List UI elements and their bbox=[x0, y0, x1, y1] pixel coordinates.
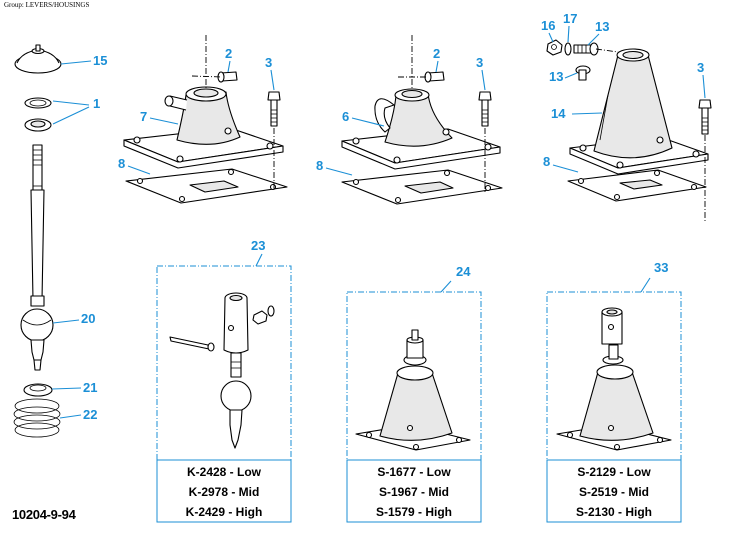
housing-part-6 bbox=[341, 88, 501, 170]
callout-6: 6 bbox=[342, 109, 349, 124]
callout-17: 17 bbox=[563, 11, 577, 26]
callout-24: 24 bbox=[456, 264, 471, 279]
lever-assembly-kit-23 bbox=[169, 292, 275, 449]
boot-part-15 bbox=[14, 44, 62, 74]
callout-7: 7 bbox=[140, 109, 147, 124]
callout-13-a: 13 bbox=[595, 19, 609, 34]
callout-8-c: 8 bbox=[543, 154, 550, 169]
bolt-part-3-b bbox=[478, 91, 492, 127]
callout-13-b: 13 bbox=[549, 69, 563, 84]
callout-22: 22 bbox=[83, 407, 97, 422]
callout-23: 23 bbox=[251, 238, 265, 253]
pin-part-2-a bbox=[217, 71, 238, 83]
kit-23-high: K-2429 - High bbox=[186, 505, 263, 519]
callout-14: 14 bbox=[551, 106, 566, 121]
pin-part-2-b bbox=[424, 71, 445, 83]
drawing-number: 10204-9-94 bbox=[12, 507, 76, 522]
spring-part-22 bbox=[13, 398, 61, 438]
callout-15: 15 bbox=[93, 53, 107, 68]
callout-8-b: 8 bbox=[316, 158, 323, 173]
housing-assembly-kit-24 bbox=[355, 329, 471, 451]
callout-8-a: 8 bbox=[118, 156, 125, 171]
kit-23-box bbox=[156, 265, 292, 461]
callout-3-a: 3 bbox=[265, 55, 272, 70]
callout-33: 33 bbox=[654, 260, 668, 275]
housing-part-7 bbox=[123, 86, 284, 169]
washers-part-1 bbox=[24, 97, 52, 132]
housing-assembly-kit-33 bbox=[556, 307, 672, 451]
callout-2-b: 2 bbox=[433, 46, 440, 61]
housing-part-14 bbox=[569, 48, 709, 175]
callout-16: 16 bbox=[541, 18, 555, 33]
screw-part-13-a bbox=[573, 42, 599, 56]
spring-seat-part-21 bbox=[23, 383, 53, 397]
callout-2-a: 2 bbox=[225, 46, 232, 61]
kit-24-label-box bbox=[346, 459, 482, 523]
kit-33-high: S-2130 - High bbox=[576, 505, 652, 519]
callout-21: 21 bbox=[83, 380, 97, 395]
callout-1: 1 bbox=[93, 96, 100, 111]
lever-part-20 bbox=[20, 144, 54, 371]
callout-20: 20 bbox=[81, 311, 95, 326]
callout-3-b: 3 bbox=[476, 55, 483, 70]
gasket-part-8-c bbox=[567, 169, 707, 202]
kit-24-high: S-1579 - High bbox=[376, 505, 452, 519]
gasket-part-8-b bbox=[341, 169, 503, 205]
gasket-part-8-a bbox=[125, 168, 288, 204]
kit-24-low: S-1677 - Low bbox=[377, 465, 451, 479]
callout-3-c: 3 bbox=[697, 60, 704, 75]
washer-part-17 bbox=[564, 42, 572, 56]
bolt-part-3-a bbox=[267, 91, 281, 127]
nut-part-16 bbox=[546, 39, 563, 56]
kit-33-low: S-2129 - Low bbox=[577, 465, 651, 479]
kit-23-label-box bbox=[156, 459, 292, 523]
kit-24-mid: S-1967 - Mid bbox=[379, 485, 449, 499]
kit-23-low: K-2428 - Low bbox=[187, 465, 262, 479]
kit-33-mid: S-2519 - Mid bbox=[579, 485, 649, 499]
screw-part-13-b bbox=[575, 65, 591, 81]
group-label: Group: LEVERS/HOUSINGS bbox=[4, 1, 90, 9]
kit-23-mid: K-2978 - Mid bbox=[189, 485, 260, 499]
bolt-part-3-c bbox=[698, 99, 712, 135]
kit-33-label-box bbox=[546, 459, 682, 523]
